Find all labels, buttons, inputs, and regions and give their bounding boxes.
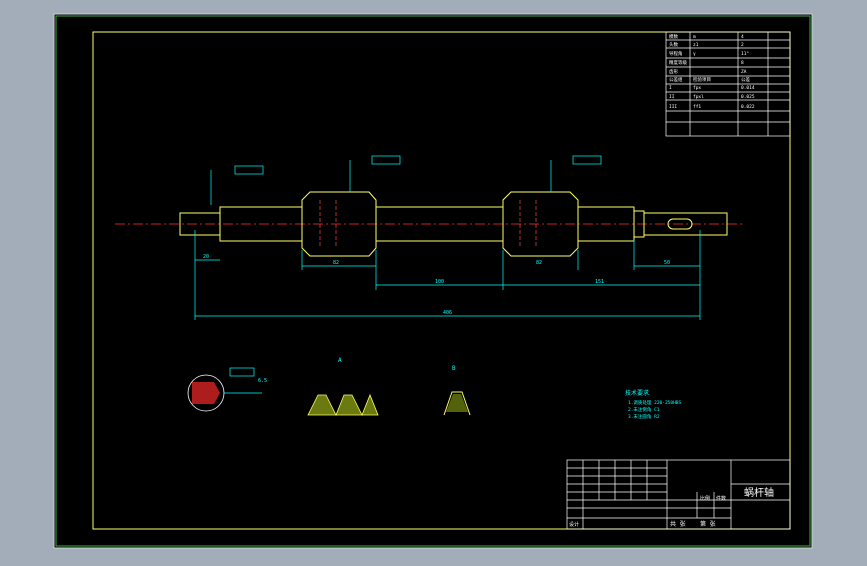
sheet-count-left: 共 张	[670, 520, 686, 528]
tech-title: 技术要求	[625, 389, 649, 397]
param-cell: ZA	[741, 69, 747, 75]
worm-pitch-lines	[319, 200, 537, 248]
dim-right-end: 50	[664, 260, 670, 266]
designer-label: 设计	[569, 521, 579, 528]
param-cell: 检验项目	[693, 76, 711, 83]
param-cell: 公差	[741, 76, 750, 83]
param-cell: fpx	[693, 85, 701, 91]
sheet-count-right: 第 张	[700, 520, 716, 528]
param-cell: 0.014	[741, 85, 755, 91]
param-cell: 公差组	[669, 76, 683, 83]
param-cell: 4	[741, 34, 744, 40]
shaft-outline	[179, 191, 728, 257]
tooth-profile-a	[307, 393, 379, 416]
tooth-label-a: A	[338, 357, 342, 364]
keyway-section	[187, 367, 262, 412]
param-cell: III	[669, 104, 677, 110]
param-cell: 8	[741, 60, 744, 66]
tooth-profile-b	[443, 391, 471, 416]
dim-left-end: 20	[203, 254, 209, 260]
dim-worm-left: 82	[333, 260, 339, 266]
param-cell: 0.025	[741, 94, 755, 100]
param-cell: 导程角	[669, 50, 683, 57]
param-cell: 模数	[669, 33, 678, 40]
param-cell: fpxl	[693, 94, 704, 100]
title-block	[566, 459, 791, 530]
tech-line-2: 2.未注倒角 C1	[628, 406, 660, 413]
dim-total: 406	[443, 310, 452, 316]
scale-label: 比例	[700, 495, 710, 502]
dim-mid: 100	[435, 279, 444, 285]
param-cell: γ	[693, 52, 696, 57]
parameter-table	[665, 31, 791, 137]
tech-line-3: 3.未注圆角 R2	[628, 413, 660, 420]
param-cell: II	[669, 94, 675, 100]
param-cell: 齿形	[669, 68, 678, 75]
outer-frame	[55, 15, 811, 547]
param-cell: 2	[741, 42, 744, 48]
param-cell: z1	[693, 42, 699, 48]
param-cell: 0.022	[741, 104, 755, 110]
count-label: 件数	[716, 495, 726, 502]
model-space	[53, 13, 813, 549]
tooth-label-b: B	[452, 365, 456, 372]
param-cell: m	[693, 35, 696, 40]
drawing-border	[92, 31, 791, 530]
param-cell: ff1	[693, 104, 701, 110]
param-cell: I	[669, 85, 672, 91]
dim-right-span: 151	[595, 279, 604, 285]
param-cell: 精度等级	[669, 59, 687, 66]
param-cell: 头数	[669, 41, 678, 48]
dim-worm-right: 82	[536, 260, 542, 266]
dimension-lines	[194, 155, 701, 320]
tech-line-1: 1.调质处理 220-250HBS	[628, 399, 682, 406]
part-name-text: 蜗杆轴	[744, 486, 774, 499]
param-cell: 11°	[741, 51, 749, 57]
keyway-value: 6.5	[258, 378, 267, 384]
